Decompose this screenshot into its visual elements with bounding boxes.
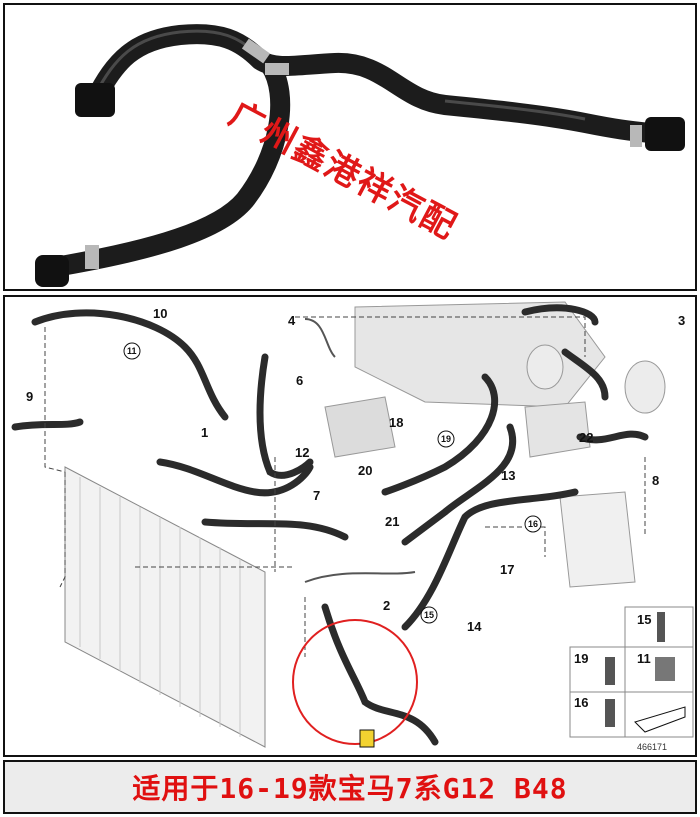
legend-label-16: 16 xyxy=(574,695,588,710)
callout-7: 7 xyxy=(313,488,320,503)
parts-diagram: 1 2 3 4 5 6 7 8 9 10 12 13 14 17 18 20 2… xyxy=(11,301,694,752)
circled-callout-19: 19 xyxy=(441,434,451,444)
callout-12: 12 xyxy=(295,445,309,460)
pump-housing xyxy=(524,401,591,458)
expansion-tank xyxy=(559,491,636,588)
legend-label-15: 15 xyxy=(637,612,651,627)
highlight-box-5 xyxy=(359,729,375,748)
hose-sheen xyxy=(93,29,262,96)
callout-6: 6 xyxy=(296,373,303,388)
callout-17: 17 xyxy=(500,562,514,577)
callout-18: 18 xyxy=(389,415,403,430)
callout-group: 1 2 3 4 5 6 7 8 9 10 12 13 14 17 18 20 2… xyxy=(26,306,685,747)
hose-photo xyxy=(35,24,685,287)
hose-sheen-2 xyxy=(444,99,586,121)
connector-right xyxy=(645,117,685,151)
caption-text: 适用于16-19款宝马7系G12 B48 xyxy=(132,772,568,805)
product-photo-panel: 广州鑫港祥汽配 xyxy=(3,3,697,291)
clamp-4 xyxy=(85,245,99,269)
circled-callout-group: 11 15 16 19 xyxy=(123,342,542,624)
diagram-number: 466171 xyxy=(637,742,667,752)
callout-10: 10 xyxy=(153,306,167,321)
callout-13: 13 xyxy=(501,468,515,483)
connector-bottom xyxy=(35,255,69,287)
callout-8: 8 xyxy=(652,473,659,488)
parts-diagram-panel: 1 2 3 4 5 6 7 8 9 10 12 13 14 17 18 20 2… xyxy=(3,295,697,757)
legend-table: 15 19 11 16 466171 xyxy=(569,606,694,752)
circled-callout-15: 15 xyxy=(424,610,434,620)
clamp-2 xyxy=(265,63,289,75)
clamp-3 xyxy=(630,125,642,147)
thin-lines xyxy=(304,318,416,583)
legend-label-19: 19 xyxy=(574,651,588,666)
clamp-1 xyxy=(241,38,271,64)
caption-bar: 适用于16-19款宝马7系G12 B48 xyxy=(3,760,697,814)
radiator xyxy=(64,466,266,748)
callout-22: 22 xyxy=(579,430,593,445)
connector-left xyxy=(75,83,115,117)
reservoir-1 xyxy=(526,344,564,390)
hose-upper xyxy=(85,24,660,143)
hose-lower xyxy=(45,55,291,277)
callout-9: 9 xyxy=(26,389,33,404)
callout-2: 2 xyxy=(383,598,390,613)
circled-callout-16: 16 xyxy=(528,519,538,529)
callout-21: 21 xyxy=(385,514,399,529)
hoses xyxy=(11,304,649,746)
leader-lines xyxy=(44,316,646,657)
callout-20: 20 xyxy=(358,463,372,478)
legend-label-11: 11 xyxy=(637,651,651,666)
callout-1: 1 xyxy=(201,425,208,440)
circled-callout-11: 11 xyxy=(127,346,137,356)
highlight-circle xyxy=(292,619,418,745)
reservoir-2 xyxy=(624,360,666,414)
callout-3: 3 xyxy=(678,313,685,328)
callout-14: 14 xyxy=(467,619,482,634)
callout-4: 4 xyxy=(288,313,296,328)
